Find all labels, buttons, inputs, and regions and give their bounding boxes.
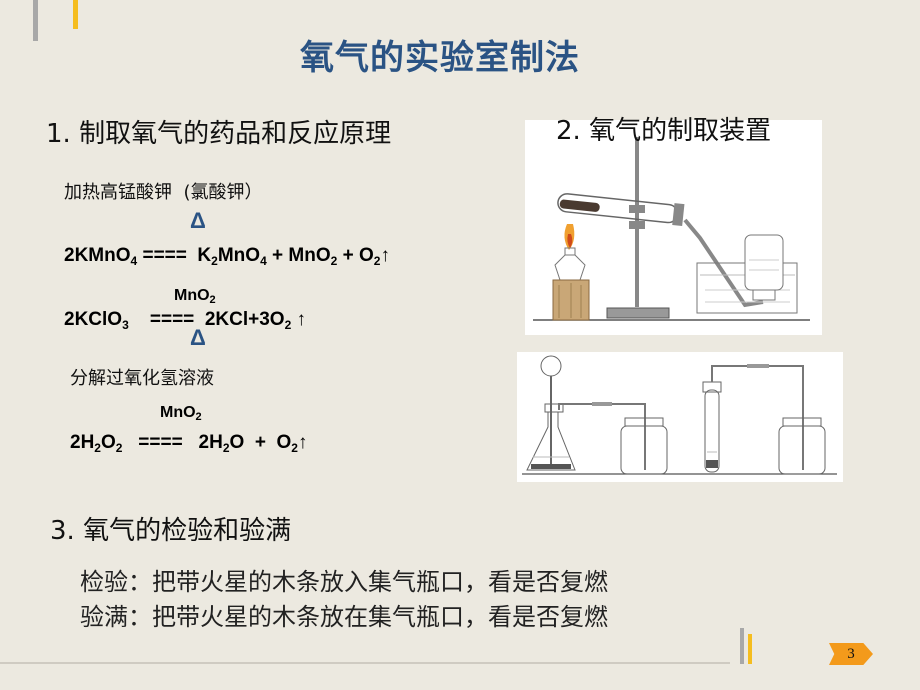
heating-apparatus-illustration	[533, 137, 810, 321]
figure-heating-apparatus	[525, 120, 822, 335]
slide-title: 氧气的实验室制法	[300, 38, 580, 78]
reagent-kmno4-label: 加热高锰酸钾 (氯酸钾）	[64, 182, 263, 203]
decor-bar-yellow-bottom	[748, 634, 752, 664]
up-arrow-icon: ↑	[296, 309, 307, 330]
section2-heading: 2. 氧气的制取装置	[556, 116, 772, 146]
section3-heading: 3. 氧气的检验和验满	[50, 516, 292, 546]
catalyst-eq3: MnO2	[160, 404, 202, 423]
catalyst-eq2: MnO2	[174, 287, 216, 306]
decor-bar-gray-top	[33, 0, 38, 41]
decor-bar-yellow-top	[73, 0, 78, 29]
heat-condition-eq1: Δ	[190, 208, 206, 233]
h2o2-apparatus-illustration	[522, 355, 837, 475]
page-number-badge: 3	[829, 643, 873, 665]
decor-bar-gray-bottom	[740, 628, 744, 664]
equation-kmno4: 2KMnO4 ==== K2MnO4 + MnO2 + O2↑	[64, 245, 390, 268]
up-arrow-icon: ↑	[380, 245, 390, 266]
equation-kclo3: 2KClO3 ==== 2KCl+3O2 ↑	[64, 309, 307, 332]
figure-h2o2-apparatus	[517, 352, 843, 482]
test-method-line: 检验：把带火星的木条放入集气瓶口，看是否复燃	[80, 568, 608, 596]
heat-condition-eq2: Δ	[190, 325, 206, 350]
full-check-method-line: 验满：把带火星的木条放在集气瓶口，看是否复燃	[80, 603, 608, 631]
footer-divider	[0, 662, 730, 664]
equation-h2o2: 2H2O2 ==== 2H2O + O2↑	[70, 432, 308, 455]
section1-heading: 1. 制取氧气的药品和反应原理	[46, 119, 392, 149]
reagent-h2o2-label: 分解过氧化氢溶液	[70, 368, 214, 389]
up-arrow-icon: ↑	[297, 432, 308, 453]
